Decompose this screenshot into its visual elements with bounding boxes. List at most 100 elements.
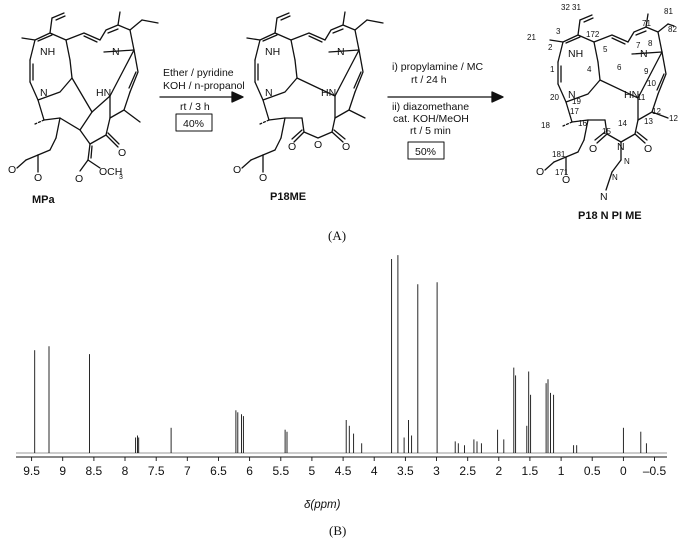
atom-number-label: 11: [637, 93, 646, 102]
atom-label: N: [640, 48, 648, 60]
atom-number-label: 32: [561, 3, 570, 12]
atom-label: NH: [40, 46, 55, 58]
reagent-text: cat. KOH/MeOH: [393, 113, 469, 125]
atom-number-label: 81: [664, 7, 673, 16]
atom-number-label: 14: [618, 119, 627, 128]
atom-number-label: 1: [550, 65, 555, 74]
atom-number-label: 5: [603, 45, 608, 54]
x-tick-label: 4.5: [335, 464, 352, 478]
atom-label: N: [337, 46, 345, 58]
compound-name: P18 N PI ME: [578, 210, 642, 222]
atom-number-label: 19: [572, 97, 581, 106]
x-tick-label: 5.5: [272, 464, 289, 478]
atom-number-label: 4: [587, 65, 592, 74]
atom-number-label: 181: [552, 150, 566, 159]
reagent-text: rt / 5 min: [410, 125, 451, 137]
x-tick-label: 0.5: [584, 464, 601, 478]
atom-number-label: 7: [636, 41, 641, 50]
compound-name: MPa: [32, 194, 56, 206]
x-tick-label: 8: [122, 464, 129, 478]
atom-label: O: [75, 173, 83, 185]
atom-number-label: 17: [570, 107, 579, 116]
atom-number-label: 13: [644, 117, 653, 126]
yield-text: 40%: [183, 118, 204, 130]
atom-number-label: 171: [555, 168, 569, 177]
atom-label: N: [600, 191, 608, 203]
atom-number-label: 2: [548, 43, 553, 52]
subscript: 3: [119, 174, 123, 181]
atom-label: O: [562, 174, 570, 186]
atom-label: O: [288, 141, 296, 153]
atom-number-label: 82: [668, 25, 677, 34]
atom-label: N: [624, 157, 630, 166]
x-tick-label: 8.5: [86, 464, 103, 478]
mpa-structure: [16, 11, 159, 173]
atom-label: N: [568, 89, 576, 101]
atom-number-label: 31: [572, 3, 581, 12]
atom-label: O: [34, 172, 42, 184]
x-tick-label: 7.5: [148, 464, 165, 478]
atom-label: N: [612, 173, 618, 182]
atom-number-label: 6: [617, 63, 622, 72]
atom-label: O: [314, 139, 322, 151]
atom-label: O: [536, 166, 544, 178]
atom-label: HN: [96, 87, 111, 99]
atom-number-label: 10: [647, 79, 656, 88]
x-tick-label: 9.5: [23, 464, 40, 478]
atom-label: O: [8, 164, 16, 176]
atom-number-label: 3: [556, 27, 561, 36]
atom-number-label: 121: [669, 114, 678, 123]
x-tick-label: –0.5: [643, 464, 667, 478]
x-tick-label: 3.5: [397, 464, 414, 478]
reagent-text: Ether / pyridine: [163, 67, 234, 79]
atom-number-label: 71: [642, 19, 651, 28]
atom-label: NH: [568, 48, 583, 60]
x-axis-label: δ(ppm): [304, 499, 341, 511]
reagent-text: i) propylamine / MC: [392, 61, 483, 73]
atom-label: O: [233, 164, 241, 176]
methyl-ester-label: OCH: [99, 166, 122, 178]
x-tick-label: 9: [59, 464, 66, 478]
yield-box-2: [407, 141, 445, 160]
x-tick-label: 7: [184, 464, 191, 478]
atom-label: N: [112, 46, 120, 58]
atom-number-label: 21: [527, 33, 536, 42]
atom-number-label: 12: [652, 107, 661, 116]
x-tick-label: 3: [433, 464, 440, 478]
p18me-structure: [241, 11, 384, 173]
atom-label: HN: [321, 87, 336, 99]
x-tick-label: 1: [558, 464, 565, 478]
atom-number-label: 15: [602, 127, 611, 136]
x-tick-label: 2: [495, 464, 502, 478]
atom-label: O: [342, 141, 350, 153]
reagent-text: KOH / n-propanol: [163, 80, 245, 92]
atom-number-label: 20: [550, 93, 559, 102]
atom-label: O: [589, 143, 597, 155]
x-tick-label: 4: [371, 464, 378, 478]
atom-number-label: 18: [541, 121, 550, 130]
atom-label: N: [40, 87, 48, 99]
atom-number-label: 16: [578, 119, 587, 128]
reagent-text: ii) diazomethane: [392, 101, 469, 113]
atom-label: O: [644, 143, 652, 155]
x-tick-label: 5: [309, 464, 316, 478]
atom-label: HN: [624, 89, 639, 101]
panel-label-b: (B): [329, 523, 346, 538]
condition-text: rt / 3 h: [180, 101, 210, 113]
atom-number-label: 9: [644, 67, 649, 76]
compound-name: P18ME: [270, 191, 306, 203]
x-tick-label: 6.5: [210, 464, 227, 478]
atom-numbering: 3212145677188182910201911121211314151617…: [527, 3, 678, 177]
x-tick-label: 1.5: [522, 464, 539, 478]
atom-number-label: 8: [648, 39, 653, 48]
atom-number-label: 172: [586, 30, 600, 39]
atom-label: N: [265, 87, 273, 99]
yield-text: 50%: [415, 146, 436, 158]
atom-label: NH: [265, 46, 280, 58]
x-tick-label: 0: [620, 464, 627, 478]
reagent-text: rt / 24 h: [411, 74, 447, 86]
x-tick-label: 6: [246, 464, 253, 478]
p18npime-structure: [544, 13, 675, 191]
